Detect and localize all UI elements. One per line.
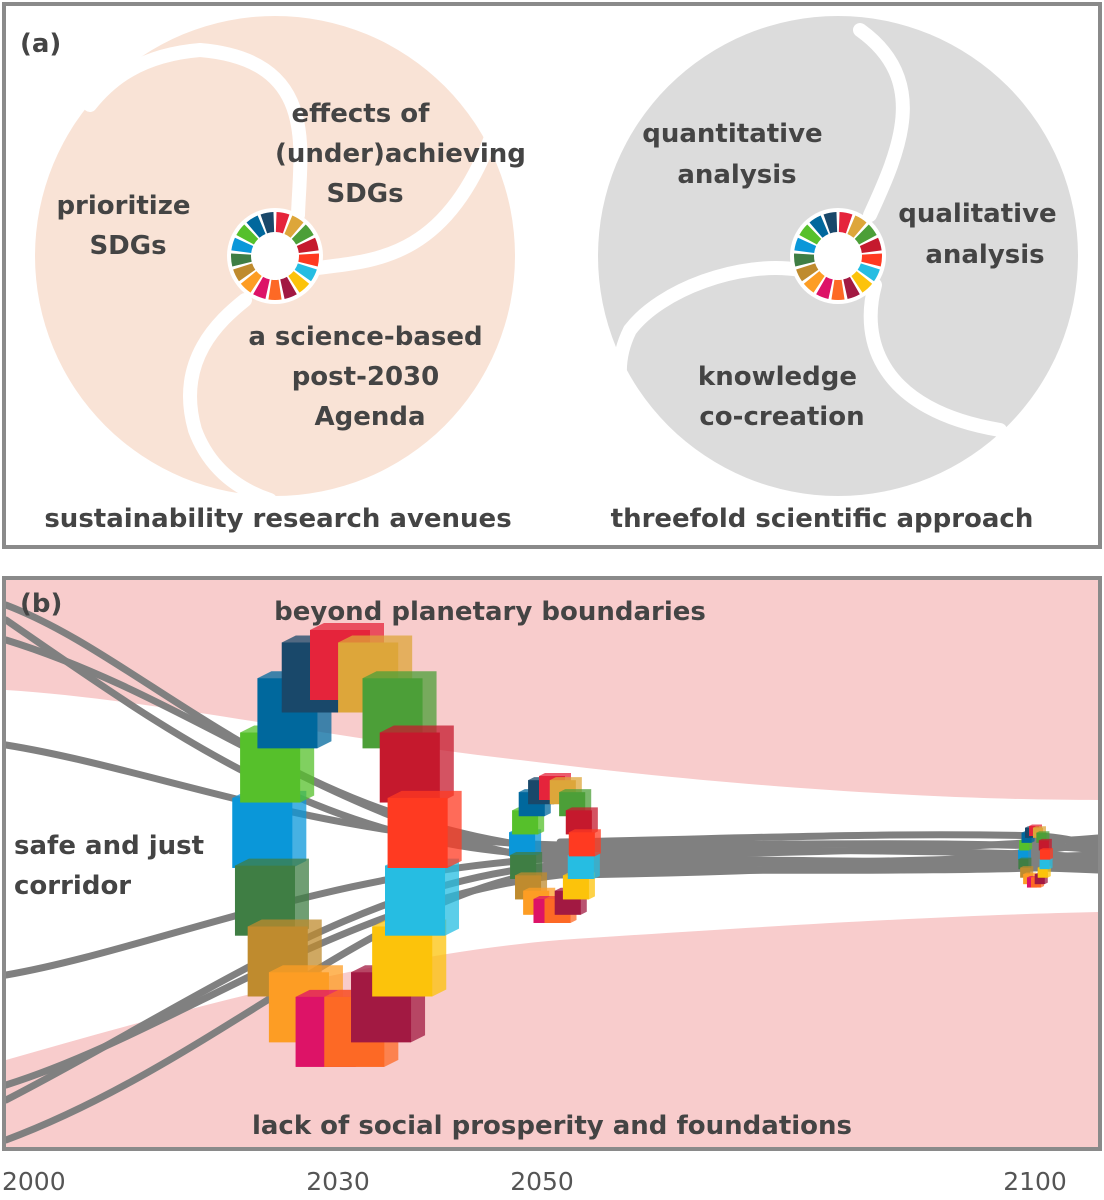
sdg-wheel-segment xyxy=(847,215,867,238)
sdg-block xyxy=(387,797,448,868)
sdg-wheel-segment xyxy=(240,271,262,293)
year-label-2100: 2100 xyxy=(1003,1167,1067,1196)
sdg-wheel-segment xyxy=(796,263,819,282)
sdg-wheel-segment xyxy=(803,271,825,293)
panel-b: (b) beyond planetary boundaries lack of … xyxy=(2,576,1102,1151)
sdg-block xyxy=(567,854,594,879)
sdg-wheel-segment xyxy=(291,224,314,245)
sdg-wheel-segment xyxy=(246,215,266,238)
sdg-block xyxy=(379,732,440,803)
segment-quantitative-analysis: quantitative analysis xyxy=(642,119,831,190)
sdg-block xyxy=(385,865,446,936)
scientific-approach-caption: threefold scientific approach xyxy=(611,504,1034,534)
sdg-wheel-icon xyxy=(231,212,319,300)
sdg-block xyxy=(1018,849,1029,860)
sdg-wheel-segment xyxy=(288,271,310,293)
sdg-block xyxy=(1019,840,1030,851)
sdg-wheel-segment xyxy=(838,212,853,234)
sdg-block xyxy=(562,875,589,900)
segment-prioritize-sdgs: prioritize SDGs xyxy=(56,191,199,261)
development-pathways xyxy=(2,601,1102,1144)
sdg-ring-2050 xyxy=(509,773,601,923)
sdg-block xyxy=(568,832,595,857)
sdg-block xyxy=(1038,840,1049,851)
segment-knowledge-co-creation: knowledge co-creation xyxy=(698,362,866,432)
panel-a-label: (a) xyxy=(20,29,61,59)
sdg-wheel-segment xyxy=(857,263,880,282)
sdg-wheel-segment xyxy=(284,215,304,238)
sdg-block xyxy=(372,926,433,997)
corridor-label: safe and just corridor xyxy=(14,831,213,901)
sdg-wheel-segment xyxy=(275,212,290,234)
sdg-block xyxy=(1039,849,1050,860)
sdg-wheel-segment xyxy=(823,212,838,234)
sdg-ring-2030 xyxy=(232,623,462,1067)
segment-science-based-agenda: a science-based post-2030 Agenda xyxy=(248,322,491,432)
sdg-wheel-segment xyxy=(799,224,822,245)
research-avenues-diagram: effects of (under)achieving SDGs priorit… xyxy=(35,16,535,534)
sdg-wheel-segment xyxy=(851,271,873,293)
sdg-block xyxy=(1020,867,1031,878)
sdg-block xyxy=(1021,832,1032,843)
sdg-wheel-segment xyxy=(268,279,282,300)
social-foundation-label: lack of social prosperity and foundation… xyxy=(252,1111,852,1141)
sdg-ring-2100 xyxy=(1018,824,1053,888)
sdg-wheel-segment xyxy=(280,276,297,299)
year-label-2050: 2050 xyxy=(510,1167,574,1196)
research-avenues-caption: sustainability research avenues xyxy=(44,504,511,534)
segment-qualitative-analysis: qualitative analysis xyxy=(898,199,1065,270)
sdg-wheel-segment xyxy=(298,253,319,267)
sdg-wheel-segment xyxy=(793,253,815,267)
sdg-wheel-segment xyxy=(233,263,256,282)
sdg-wheel-segment xyxy=(854,224,877,245)
sdg-wheel-segment xyxy=(296,237,319,253)
sdg-wheel-segment xyxy=(809,215,829,238)
sdg-wheel-segment xyxy=(831,279,845,300)
sdg-wheel-segment xyxy=(861,253,883,267)
sdg-wheel-segment xyxy=(231,253,252,267)
segment-effects-of-underachieving: effects of (under)achieving SDGs xyxy=(275,99,535,209)
sdg-wheel-icon xyxy=(793,212,883,300)
sdg-wheel-segment xyxy=(236,224,259,245)
sdg-wheel-segment xyxy=(294,263,317,282)
sdg-wheel-segment xyxy=(843,276,860,299)
sdg-block xyxy=(1039,859,1050,870)
sdg-wheel-segment xyxy=(794,237,817,253)
sdg-wheel-segment xyxy=(231,237,254,253)
sdg-wheel-segment xyxy=(816,276,833,299)
panel-b-label: (b) xyxy=(20,589,62,619)
sdg-wheel-segment xyxy=(859,237,882,253)
panel-b-frame xyxy=(2,576,1102,1151)
planetary-boundaries-label: beyond planetary boundaries xyxy=(274,597,706,627)
timeline-axis: 2000 2030 2050 2100 xyxy=(2,1167,1067,1196)
year-label-2000: 2000 xyxy=(2,1167,66,1196)
sdg-block xyxy=(1036,832,1047,843)
sdg-block xyxy=(1034,874,1045,885)
sdg-wheel-segment xyxy=(253,276,270,299)
sdg-block xyxy=(1037,867,1048,878)
scientific-approach-diagram: quantitative analysis qualitative analys… xyxy=(598,16,1078,534)
sdg-wheel-segment xyxy=(260,212,275,234)
sdg-block xyxy=(1018,859,1029,870)
year-label-2030: 2030 xyxy=(306,1167,370,1196)
sdg-block xyxy=(232,797,293,868)
